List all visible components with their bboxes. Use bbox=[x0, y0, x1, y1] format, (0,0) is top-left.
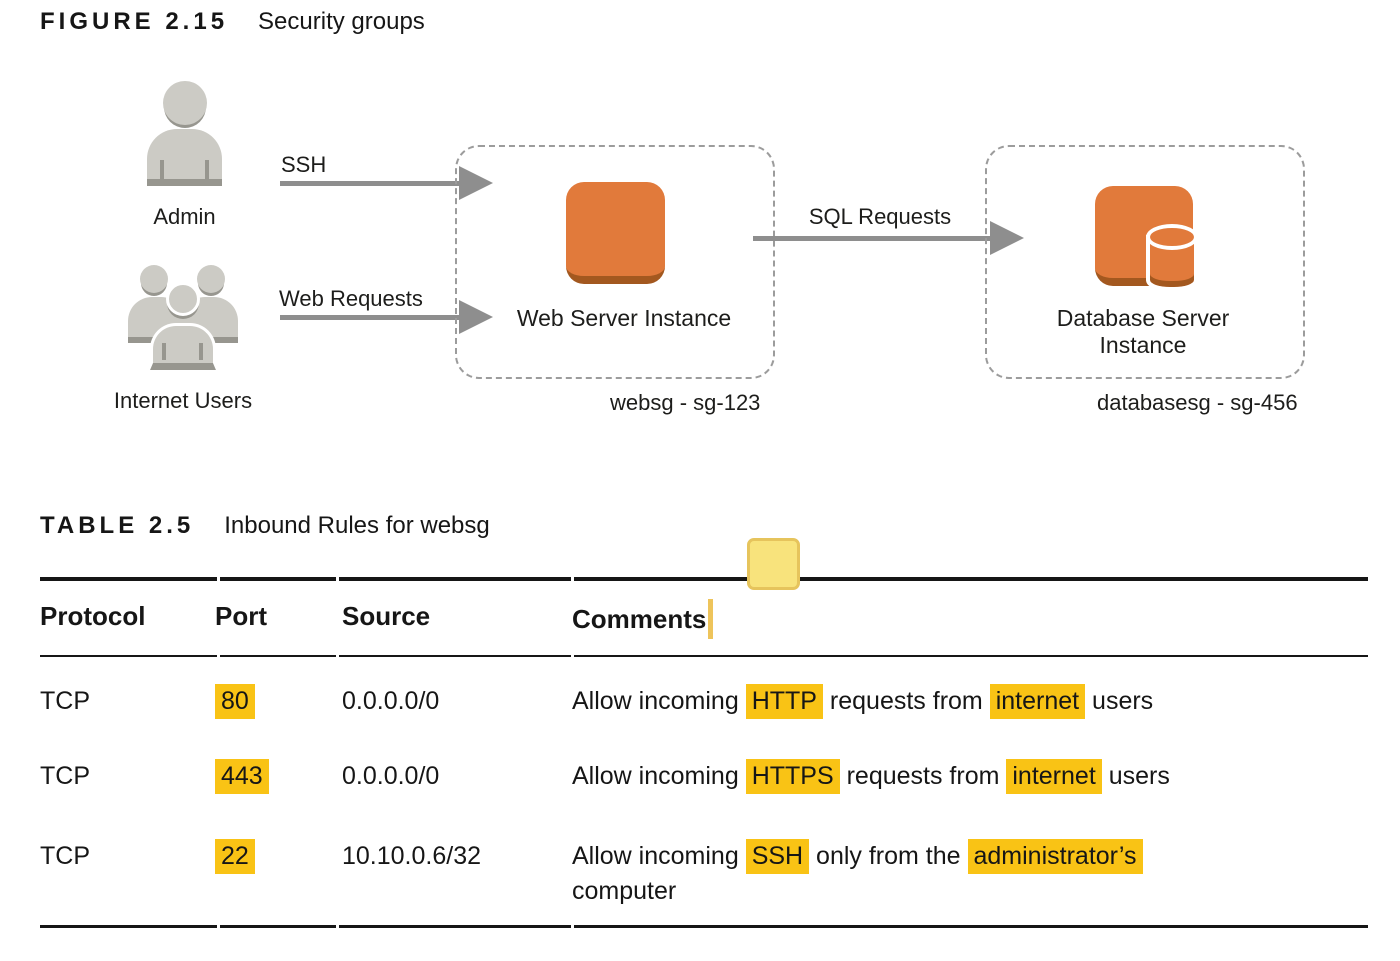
highlighted-text: HTTPS bbox=[745, 759, 840, 794]
arrow-right-icon bbox=[990, 221, 1024, 255]
table-row: TCP 22 10.10.0.6/32 Allow incoming SSH only… bbox=[40, 839, 1368, 909]
table-header-border bbox=[40, 655, 1368, 657]
web-security-group-box bbox=[455, 145, 775, 379]
comment-cell: Allow incoming SSH only from the adminis… bbox=[572, 839, 1368, 909]
table-row: TCP 80 0.0.0.0/0 Allow incoming HTTP reques… bbox=[40, 684, 1368, 719]
highlighted-text: internet bbox=[1006, 759, 1102, 794]
highlight-note bbox=[747, 538, 800, 590]
figure-heading: FIGURE 2.15 Security groups bbox=[40, 8, 425, 36]
sql-requests-arrow-label: SQL Requests bbox=[808, 204, 952, 229]
highlighted-text: HTTP bbox=[745, 684, 823, 719]
comment-text: only from the bbox=[809, 842, 968, 870]
table-heading: TABLE 2.5 Inbound Rules for websg bbox=[40, 512, 490, 540]
admin-user-icon bbox=[147, 81, 222, 186]
port-cell: 22 bbox=[215, 839, 342, 909]
db-server-instance-label: Database Server Instance bbox=[1056, 305, 1230, 358]
table-bottom-border bbox=[40, 925, 1368, 928]
db-sg-name-label: databasesg - sg-456 bbox=[1097, 390, 1298, 415]
header-source: Source bbox=[342, 601, 431, 631]
arrow-right-icon bbox=[459, 300, 493, 334]
highlighted-text: internet bbox=[989, 684, 1086, 719]
admin-label: Admin bbox=[153, 204, 216, 229]
internet-users-icon bbox=[128, 263, 238, 370]
header-protocol: Protocol bbox=[40, 601, 146, 631]
person-head bbox=[163, 81, 207, 125]
port-cell: 443 bbox=[215, 759, 342, 794]
web-server-instance-label: Web Server Instance bbox=[516, 305, 732, 331]
inbound-rules-table: Protocol Port Source Comments TCP 80 0.0.0… bbox=[40, 577, 1368, 937]
comment-text: Allow incoming bbox=[572, 762, 746, 790]
figure-title: Security groups bbox=[258, 8, 425, 35]
arrow-line bbox=[753, 236, 993, 241]
table-title: Inbound Rules for websg bbox=[224, 512, 490, 539]
person-hand-tick bbox=[160, 160, 164, 179]
ssh-arrow-label: SSH bbox=[281, 152, 327, 177]
table-top-border bbox=[40, 577, 1368, 581]
comment-text: requests from bbox=[839, 762, 1007, 790]
port-value: 80 bbox=[215, 684, 255, 719]
header-port: Port bbox=[215, 601, 267, 631]
header-comments-label: Comments bbox=[572, 603, 707, 634]
protocol-cell: TCP bbox=[40, 687, 90, 715]
table-header-row: Protocol Port Source Comments bbox=[40, 599, 1368, 641]
arrow-right-icon bbox=[459, 166, 493, 200]
person-head bbox=[166, 282, 200, 316]
source-cell: 10.10.0.6/32 bbox=[342, 842, 482, 870]
person-hand-tick bbox=[162, 343, 166, 360]
person-head bbox=[197, 265, 225, 293]
security-groups-diagram: Admin Internet Users SSH Web Requests bbox=[0, 0, 1400, 470]
comment-text: Allow incoming bbox=[572, 842, 746, 870]
comment-text: requests from bbox=[822, 687, 990, 715]
ec2-instance-icon bbox=[566, 182, 665, 284]
comment-text: Allow incoming bbox=[572, 687, 746, 715]
web-sg-name-label: websg - sg-123 bbox=[610, 390, 761, 415]
source-cell: 0.0.0.0/0 bbox=[342, 762, 440, 790]
database-cylinder-icon bbox=[1146, 224, 1198, 250]
db-security-group-box bbox=[985, 145, 1305, 379]
person-hand-tick bbox=[199, 343, 203, 360]
internet-users-label: Internet Users bbox=[113, 388, 253, 413]
text-cursor-caret bbox=[708, 599, 714, 639]
web-requests-arrow-label: Web Requests bbox=[279, 286, 423, 311]
table-row: TCP 443 0.0.0.0/0 Allow incoming HTTPS requ… bbox=[40, 759, 1368, 794]
comment-text: users bbox=[1101, 762, 1170, 790]
person-head bbox=[140, 265, 168, 293]
figure-number: FIGURE 2.15 bbox=[40, 8, 229, 35]
highlighted-text: SSH bbox=[745, 839, 810, 874]
comment-cell: Allow incoming HTTP requests from intern… bbox=[572, 684, 1368, 719]
arrow-line bbox=[280, 181, 462, 186]
comment-cell: Allow incoming HTTPS requests from inter… bbox=[572, 759, 1368, 794]
person-hand-tick bbox=[205, 160, 209, 179]
port-value: 22 bbox=[215, 839, 255, 874]
table-number: TABLE 2.5 bbox=[40, 512, 195, 539]
highlighted-text: administrator’s bbox=[967, 839, 1143, 874]
comment-text: computer bbox=[572, 877, 677, 905]
port-cell: 80 bbox=[215, 684, 342, 719]
person-torso bbox=[147, 129, 222, 186]
header-comments: Comments bbox=[572, 599, 1368, 641]
port-value: 443 bbox=[215, 759, 269, 794]
person-torso bbox=[150, 323, 216, 370]
arrow-line bbox=[280, 315, 462, 320]
source-cell: 0.0.0.0/0 bbox=[342, 687, 440, 715]
protocol-cell: TCP bbox=[40, 762, 90, 790]
protocol-cell: TCP bbox=[40, 842, 90, 870]
comment-text: users bbox=[1085, 687, 1154, 715]
